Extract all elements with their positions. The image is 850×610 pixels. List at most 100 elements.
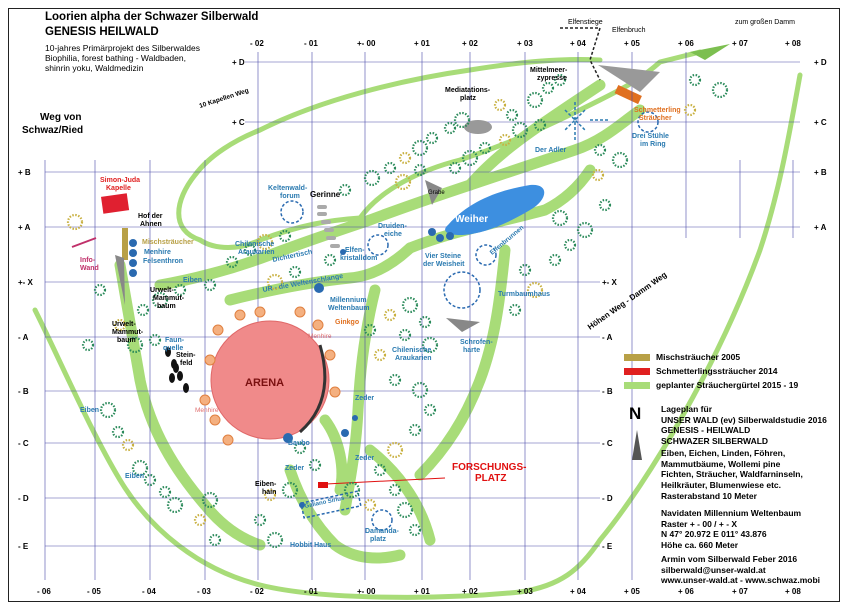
tree-icon bbox=[541, 81, 555, 95]
grid-col-label: + 05 bbox=[624, 39, 640, 48]
map-label-millennium-1: Millennium bbox=[330, 297, 367, 304]
map-label-damanda-2: platz bbox=[370, 536, 386, 543]
grid-col-label: + 02 bbox=[462, 39, 478, 48]
tree-icon bbox=[111, 425, 125, 439]
map-frame bbox=[8, 8, 840, 602]
tree-icon bbox=[263, 488, 277, 502]
legend-guertel: geplanter Sträuchergürtel 2015 - 19 bbox=[624, 379, 798, 391]
map-label-stein-2: feld bbox=[180, 360, 192, 367]
map-label-forschung-1: FORSCHUNGS- bbox=[452, 462, 526, 473]
map-label-grabe: Grabe bbox=[428, 190, 445, 196]
legend-swatch bbox=[624, 381, 650, 389]
tree-icon bbox=[203, 278, 217, 292]
map-label-forschung-2: PLATZ bbox=[475, 473, 506, 484]
mediation-stone bbox=[464, 120, 492, 134]
grid-row-label-right: +- X bbox=[602, 278, 618, 287]
kapelle-marker bbox=[101, 193, 130, 214]
blue-dots bbox=[129, 228, 454, 508]
galiano-box bbox=[300, 490, 362, 519]
info-line: SCHWAZER SILBERWALD bbox=[661, 435, 769, 446]
map-label-damm: zum großen Damm bbox=[735, 19, 795, 26]
info-line: UNSER WALD (ev) Silberwaldstudie 2016 bbox=[661, 414, 827, 425]
map-label-chil1-1: Chilenische bbox=[235, 241, 274, 248]
map-label-zeder2: Zeder bbox=[355, 455, 374, 462]
grid-col-label: + 07 bbox=[732, 587, 748, 596]
grid-row-label-right: - C bbox=[602, 439, 613, 448]
grid-col-label: + 05 bbox=[624, 587, 640, 596]
infowand-marker bbox=[71, 237, 97, 248]
tree-icon bbox=[288, 265, 302, 279]
tree-icon bbox=[443, 121, 457, 135]
map-label-vier-2: der Weisheit bbox=[423, 261, 465, 268]
grid-row-label: - B bbox=[18, 387, 29, 396]
tree-icon bbox=[126, 336, 144, 354]
ginkgo-tree-icon bbox=[329, 386, 341, 398]
tree-icon bbox=[81, 338, 95, 352]
grid-row-label: +- X bbox=[18, 278, 34, 287]
tree-icon bbox=[383, 161, 397, 175]
map-label-urwelt1-3: baum bbox=[157, 303, 176, 310]
tree-icon bbox=[113, 318, 127, 332]
grid-row-label: + D bbox=[232, 58, 245, 67]
tree-icon bbox=[243, 243, 257, 257]
tree-icon bbox=[388, 483, 402, 497]
tree-icon bbox=[505, 108, 519, 122]
steinfeld-stones bbox=[165, 347, 189, 393]
info-line: Armin vom Silberwald Feber 2016 bbox=[661, 554, 798, 564]
project-line-1: 10-jahres Primärprojekt des Silberwaldes bbox=[45, 43, 200, 53]
tree-icon bbox=[411, 381, 429, 399]
map-label-menhire2: Menhire bbox=[195, 407, 219, 414]
map-label-schrofen-2: harte bbox=[463, 347, 480, 354]
contact-block: Armin vom Silberwald Feber 2016 silberwa… bbox=[661, 554, 850, 586]
map-label-eibenhain-2: hain bbox=[262, 489, 276, 496]
grid-row-label-right: + C bbox=[814, 118, 827, 127]
tree-icon bbox=[99, 401, 117, 419]
arena-wall bbox=[299, 344, 327, 434]
tree-icon bbox=[256, 233, 274, 251]
tree-icon bbox=[401, 296, 419, 314]
map-label-vier-1: Vier Steine bbox=[425, 253, 461, 260]
species-block: Eiben, Eichen, Linden, Föhren, Mammutbäu… bbox=[661, 448, 850, 490]
map-label-zeder3: Zeder bbox=[285, 465, 304, 472]
map-label-elfen-1: Elfen- bbox=[345, 247, 365, 254]
project-line-3: shinrin yoku, Waldmedizin bbox=[45, 63, 144, 73]
info-line: Raster + - 00 / + - X bbox=[661, 518, 738, 529]
tree-icon bbox=[453, 111, 471, 129]
grid-col-label: - 05 bbox=[87, 587, 101, 596]
map-label-keltenwald-1: Keltenwald- bbox=[268, 185, 308, 192]
forschung-pointer bbox=[325, 477, 446, 485]
grid-col-label: + 06 bbox=[678, 39, 694, 48]
gerinne-stones bbox=[317, 205, 340, 248]
tree-icon bbox=[518, 263, 532, 277]
map-label-zeder1: Zeder bbox=[355, 395, 374, 402]
ginkgo-tree-icon bbox=[212, 324, 224, 336]
grid-col-label: + 04 bbox=[570, 39, 586, 48]
tree-icon bbox=[396, 501, 414, 519]
grid-row-label-right: - D bbox=[602, 494, 613, 503]
map-label-simon-1: Simon-Juda bbox=[100, 177, 140, 184]
tree-icon bbox=[533, 118, 547, 132]
ginkgo-tree-icon bbox=[312, 319, 324, 331]
tree-icon bbox=[373, 463, 387, 477]
info-line: www.unser-wald.at - www.schwaz.mobi bbox=[661, 575, 821, 585]
tree-icon bbox=[201, 491, 219, 509]
tree-icon bbox=[553, 73, 567, 87]
map-label-elfenbruch: Elfenbruch bbox=[612, 27, 646, 34]
ginkgo-tree-icon bbox=[209, 414, 221, 426]
grid-row-label-right: + B bbox=[814, 168, 827, 177]
grid-row-label: - E bbox=[18, 542, 29, 551]
tree-icon bbox=[423, 403, 437, 417]
tree-icon bbox=[591, 168, 605, 182]
grid-row-label: + A bbox=[18, 223, 31, 232]
tree-icon bbox=[593, 143, 607, 157]
tree-icon bbox=[166, 496, 184, 514]
map-label-turm: Turmbaumhaus bbox=[498, 291, 550, 298]
adler-cross bbox=[564, 102, 610, 140]
tree-icon bbox=[408, 423, 422, 437]
tree-icon bbox=[373, 348, 387, 362]
grid-col-label: + 07 bbox=[732, 39, 748, 48]
info-line: GENESIS - HEILWALD bbox=[661, 425, 751, 435]
map-label-menhire3: Menhire bbox=[308, 333, 332, 340]
map-label-faun-2: quelle bbox=[163, 345, 183, 352]
